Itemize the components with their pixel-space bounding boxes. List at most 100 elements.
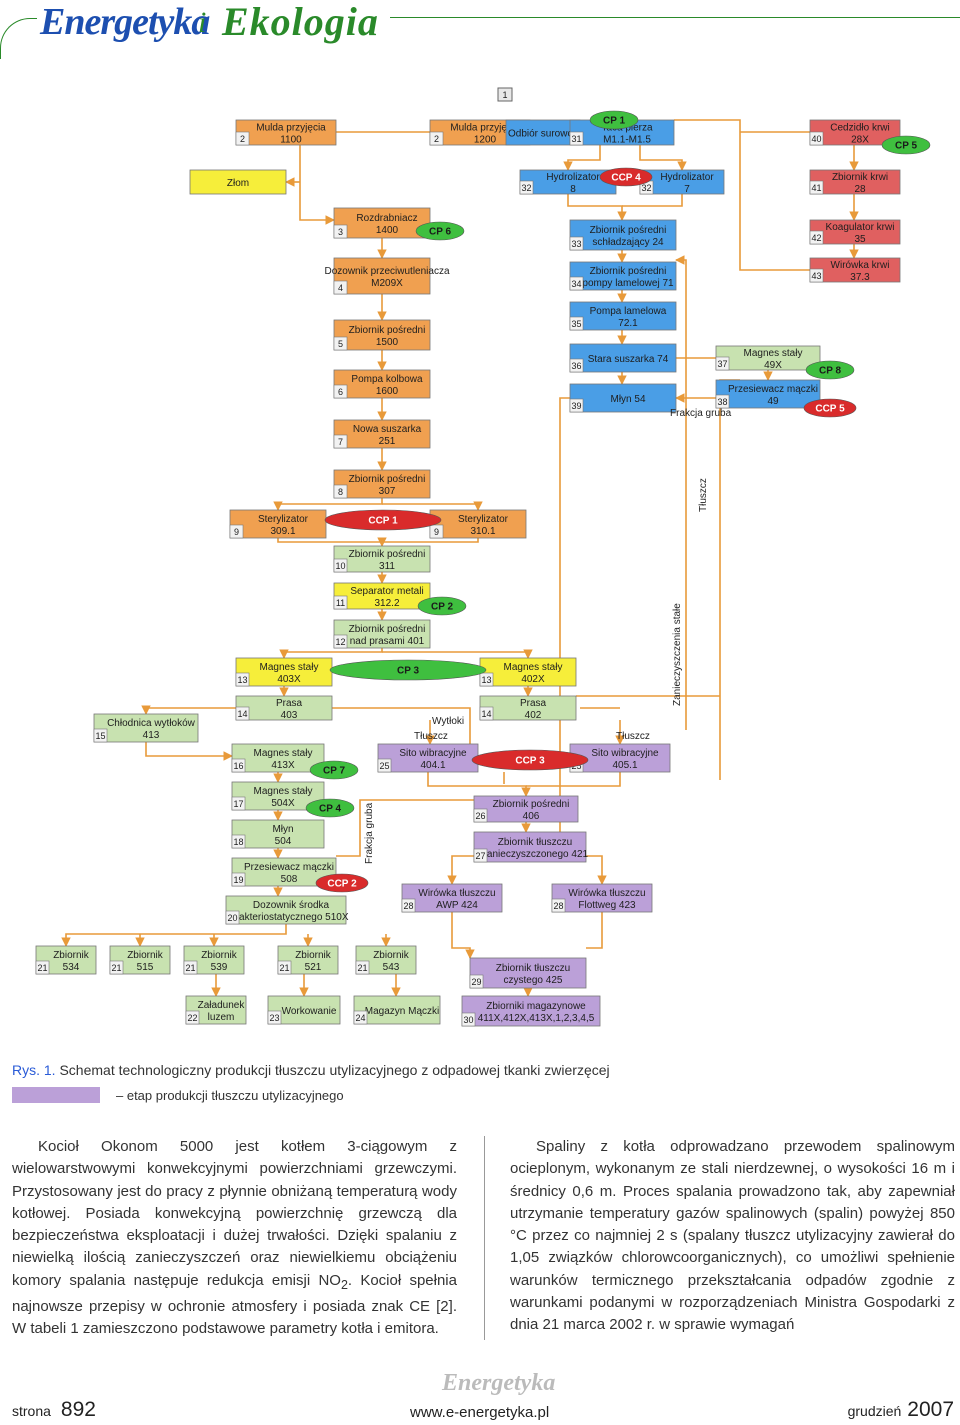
process-box-rect <box>519 169 617 195</box>
process-box-number-tag <box>109 960 124 975</box>
process-box-code: 37.3 <box>850 272 870 283</box>
process-box-code: 405.1 <box>612 760 637 771</box>
flow-annotation: Frakcja gruba <box>670 408 732 419</box>
process-box-code: M209X <box>371 278 403 289</box>
process-box-code: AWP 424 <box>436 900 478 911</box>
process-box-code: 307 <box>379 486 396 497</box>
process-box-number: 42 <box>811 233 821 243</box>
process-box-number: 9 <box>434 527 439 537</box>
process-box-number-tag <box>333 634 348 649</box>
process-box-number-tag <box>469 974 484 989</box>
process-box-title: Stara suszarka 74 <box>588 354 669 365</box>
process-box-title: Cedzidło krwi <box>830 123 889 134</box>
process-box-number: 13 <box>481 675 491 685</box>
process-box-rect <box>353 995 441 1025</box>
process-box-number-tag <box>569 358 584 373</box>
process-box-title: Pompa kolbowa <box>351 374 423 385</box>
control-point-ellipse <box>329 659 487 681</box>
process-box-number: 12 <box>335 637 345 647</box>
control-point: CCP 2 <box>315 873 369 893</box>
process-box-rect <box>809 219 901 245</box>
process-box: Odbiór surowca <box>505 119 581 146</box>
footer-logo: Energetyka <box>442 1370 556 1396</box>
process-box-title: Magnes stały <box>254 748 313 759</box>
control-point: CCP 4 <box>599 167 653 187</box>
process-box-number: 38 <box>717 397 727 407</box>
process-box-number: 20 <box>227 913 237 923</box>
footer-year: 2007 <box>907 1398 954 1421</box>
process-box-number-tag <box>333 384 348 399</box>
process-box-number: 23 <box>269 1013 279 1023</box>
process-box-number: 17 <box>233 799 243 809</box>
process-box-number-tag <box>809 180 824 195</box>
control-point: CP 1 <box>589 110 639 130</box>
process-box-code: pompy lamelowej 71 <box>582 278 674 289</box>
process-box-title: Magnes stały <box>744 348 803 359</box>
process-box-number: 7 <box>338 437 343 447</box>
process-box-rect <box>505 119 581 146</box>
process-box-code: 504 <box>275 836 292 847</box>
process-box-title: Separator metali <box>350 586 423 597</box>
process-box-code: 403 <box>281 710 298 721</box>
process-box-number-tag <box>429 524 444 539</box>
process-box-number-tag <box>277 960 292 975</box>
process-box-code: 521 <box>305 962 322 973</box>
control-point: CP 8 <box>805 360 855 380</box>
process-box-title: Zbiornik pośredni <box>590 266 667 277</box>
process-box-number: 11 <box>336 598 345 608</box>
process-box-code: 309.1 <box>270 526 295 537</box>
process-box-number: 21 <box>111 963 121 973</box>
control-point-ellipse <box>415 221 465 241</box>
process-box-rect <box>93 713 199 743</box>
footer-url-link[interactable]: www.e-energetyka.pl <box>410 1404 550 1421</box>
process-box-title: Zbiornik pośredni <box>349 624 426 635</box>
control-point-label: CP 6 <box>429 227 451 238</box>
process-box-number-tag <box>569 276 584 291</box>
process-box-number: 18 <box>233 837 243 847</box>
figure-caption: Rys. 1. Schemat technologiczny produkcji… <box>12 1062 610 1078</box>
process-box-number-tag <box>267 1010 282 1025</box>
process-box-number-tag <box>333 224 348 239</box>
process-box-number: 40 <box>811 134 821 144</box>
process-box-title: Przesiewacz mączki <box>728 384 818 395</box>
process-box-rect <box>333 369 431 399</box>
process-box-number: 21 <box>37 963 47 973</box>
process-box-rect <box>333 419 431 449</box>
process-box-code: bakteriostatycznego 510X <box>233 912 348 923</box>
control-point-ellipse <box>315 873 369 893</box>
control-point: CP 7 <box>309 760 359 780</box>
process-box-number: 8 <box>338 487 343 497</box>
column-divider <box>484 1136 485 1340</box>
body-column-left: Kocioł Okonom 5000 jest kotłem 3-ciągowy… <box>12 1136 457 1341</box>
process-box-code: 402 <box>525 710 542 721</box>
process-box-number-tag <box>185 1010 200 1025</box>
process-box-rect <box>479 695 577 721</box>
process-box-number-tag <box>231 834 246 849</box>
process-box-rect <box>189 169 287 195</box>
process-box-number-tag <box>353 1010 368 1025</box>
control-point-label: CCP 3 <box>515 756 545 767</box>
flow-annotation: Wytłoki <box>432 716 464 727</box>
control-point-ellipse <box>471 749 589 771</box>
masthead-brand: Energetyka <box>40 1 210 43</box>
process-box-number-tag <box>333 434 348 449</box>
process-box-code: nad prasami 401 <box>350 636 425 647</box>
